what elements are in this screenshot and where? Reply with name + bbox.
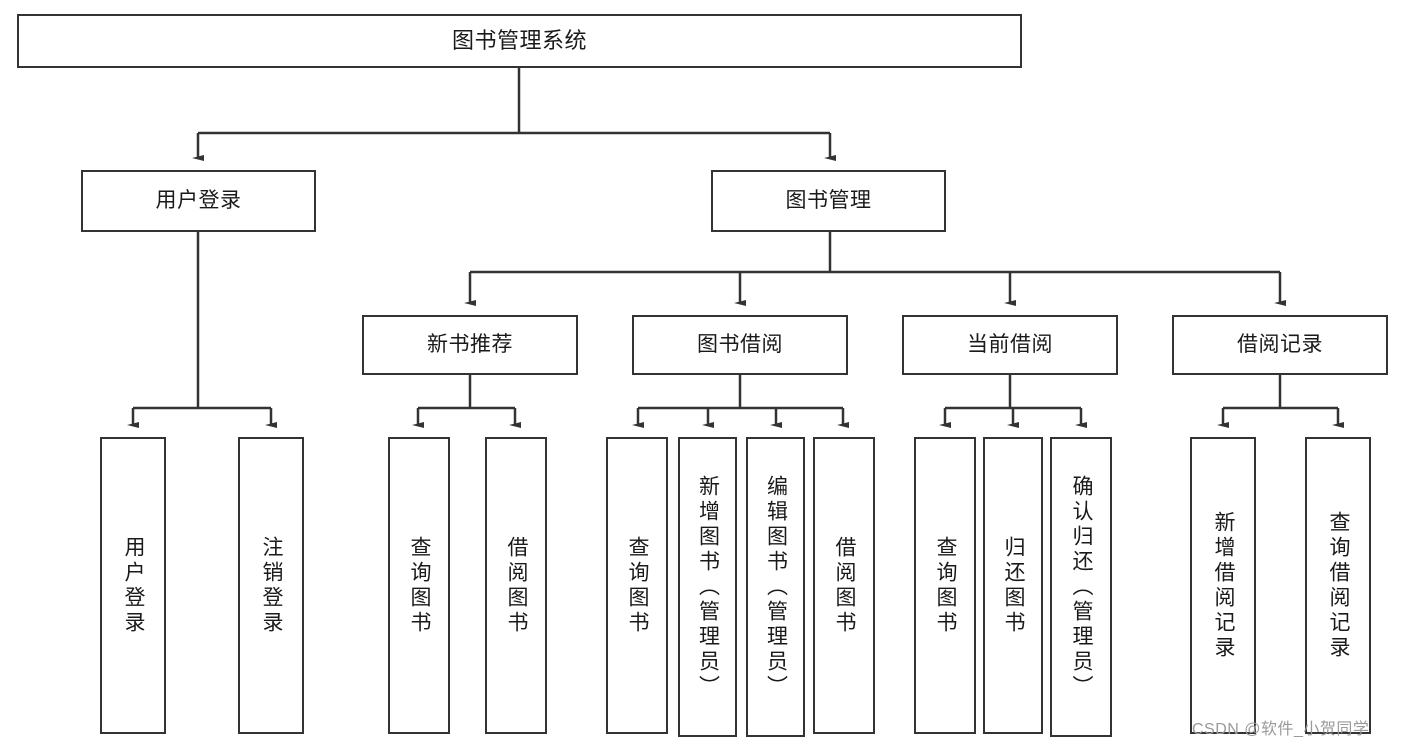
leaf-label: 查询借阅记录 — [1327, 510, 1351, 661]
leaf-label: 借阅图书 — [505, 535, 529, 636]
leaf-borrow-borrow-book[interactable]: 借阅图书 — [813, 437, 875, 734]
leaf-user-login-login[interactable]: 用户登录 — [100, 437, 166, 734]
leaf-label: 编辑图书（管理员） — [764, 474, 788, 700]
node-new-book-recommend[interactable]: 新书推荐 — [362, 315, 578, 375]
leaf-label: 借阅图书 — [833, 535, 857, 636]
leaf-recommend-borrow-book[interactable]: 借阅图书 — [485, 437, 547, 734]
leaf-label: 新增图书（管理员） — [696, 474, 720, 700]
node-book-management[interactable]: 图书管理 — [711, 170, 946, 232]
leaf-label: 查询图书 — [408, 535, 432, 636]
leaf-recommend-query-book[interactable]: 查询图书 — [388, 437, 450, 734]
leaf-record-query-record[interactable]: 查询借阅记录 — [1305, 437, 1371, 734]
csdn-watermark: CSDN @软件_小贺同学 — [1192, 721, 1370, 738]
leaf-borrow-query-book[interactable]: 查询图书 — [606, 437, 668, 734]
leaf-record-add-record[interactable]: 新增借阅记录 — [1190, 437, 1256, 734]
leaf-label: 注销登录 — [260, 535, 284, 636]
node-book-borrow[interactable]: 图书借阅 — [632, 315, 848, 375]
leaf-label: 归还图书 — [1002, 535, 1026, 636]
node-user-login[interactable]: 用户登录 — [81, 170, 316, 232]
node-current-borrow[interactable]: 当前借阅 — [902, 315, 1118, 375]
node-borrow-record[interactable]: 借阅记录 — [1172, 315, 1388, 375]
leaf-label: 用户登录 — [122, 535, 146, 636]
leaf-user-login-logout[interactable]: 注销登录 — [238, 437, 304, 734]
leaf-label: 新增借阅记录 — [1212, 510, 1236, 661]
node-root-system[interactable]: 图书管理系统 — [17, 14, 1022, 68]
leaf-label: 确认归还（管理员） — [1070, 474, 1094, 700]
leaf-current-confirm-return-admin[interactable]: 确认归还（管理员） — [1050, 437, 1112, 737]
leaf-label: 查询图书 — [626, 535, 650, 636]
leaf-current-query-book[interactable]: 查询图书 — [914, 437, 976, 734]
leaf-current-return-book[interactable]: 归还图书 — [983, 437, 1043, 734]
leaf-borrow-add-book-admin[interactable]: 新增图书（管理员） — [678, 437, 737, 737]
leaf-label: 查询图书 — [934, 535, 958, 636]
leaf-borrow-edit-book-admin[interactable]: 编辑图书（管理员） — [746, 437, 805, 737]
